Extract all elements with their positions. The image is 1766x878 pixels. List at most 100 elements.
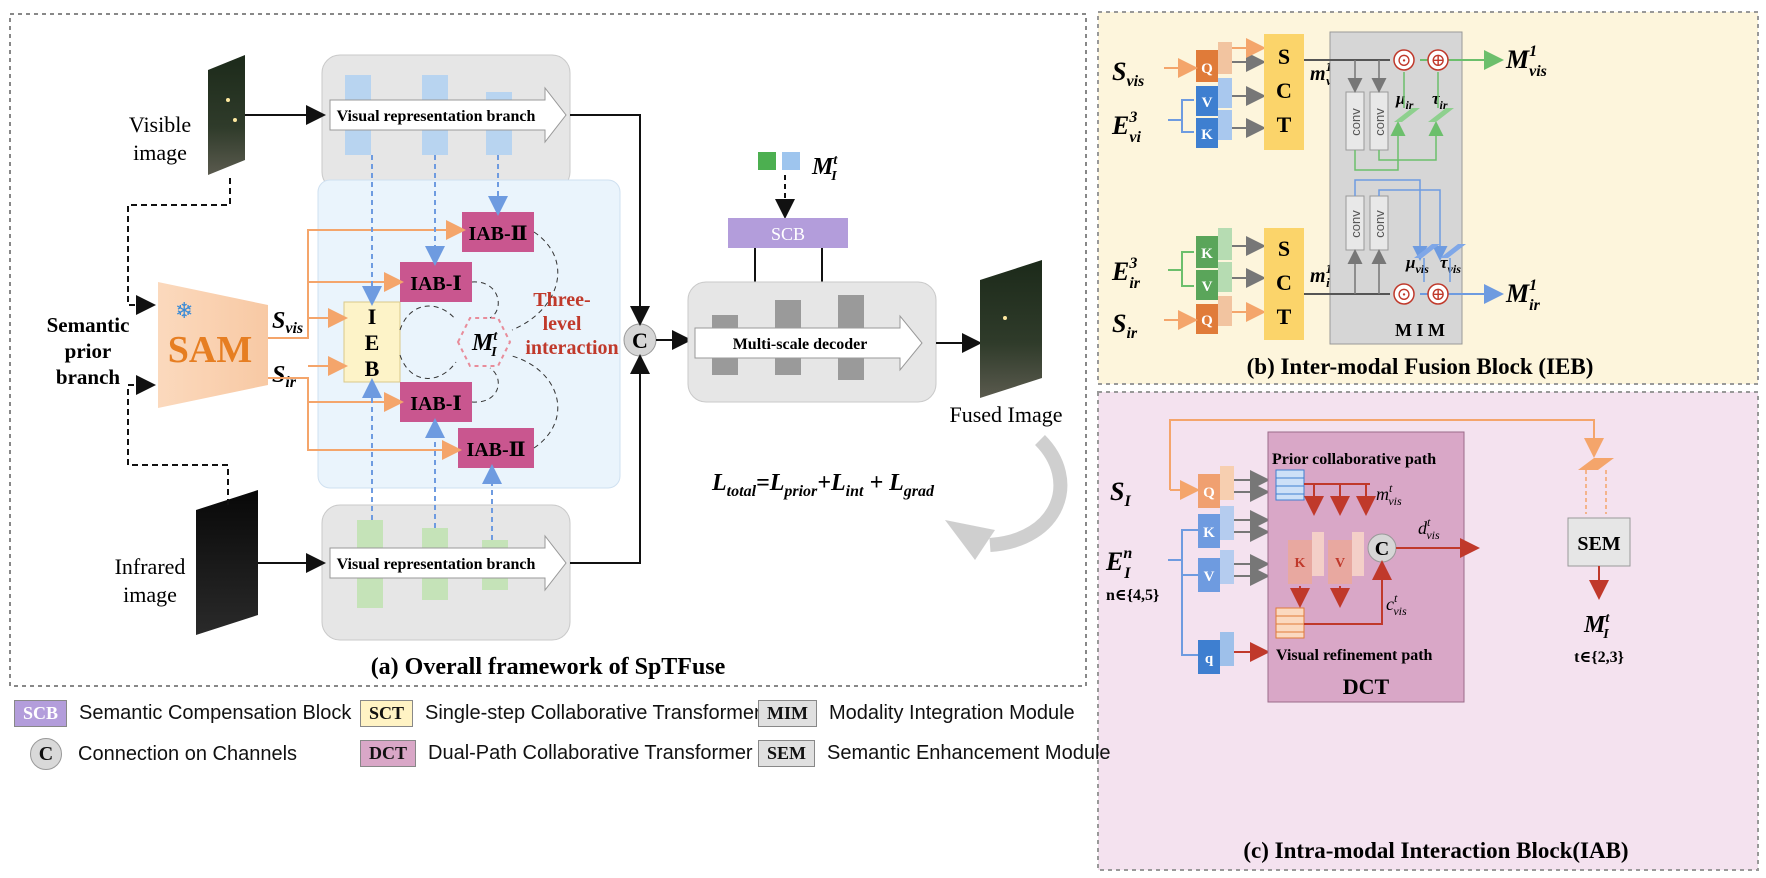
c-q-small: q bbox=[1205, 651, 1214, 667]
legend-sct-tag: SCT bbox=[360, 700, 414, 727]
ieb-block bbox=[343, 301, 401, 383]
legend-scb: SCB Semantic Compensation Block bbox=[14, 700, 351, 727]
c-t-set: t∈{2,3} bbox=[1574, 649, 1624, 666]
c-v: V bbox=[1204, 569, 1215, 585]
c-prior-path: Prior collaborative path bbox=[1272, 451, 1436, 468]
legend-scb-text: Semantic Compensation Block bbox=[79, 702, 352, 724]
b-tau-ir: τir bbox=[1432, 89, 1448, 112]
decoder-label: Multi-scale decoder bbox=[733, 336, 868, 353]
b-oplus-top: ⊕ bbox=[1430, 50, 1445, 70]
legend-dct: DCT Dual-Path Collaborative Transformer bbox=[360, 740, 753, 767]
semantic-prior-label-2: prior bbox=[65, 339, 112, 363]
iab-ii-top bbox=[462, 212, 534, 252]
c-k-red: K bbox=[1295, 556, 1306, 571]
visible-image bbox=[208, 55, 245, 175]
panel-b-caption: (b) Inter-modal Fusion Block (IEB) bbox=[1247, 354, 1594, 379]
iab-i-top-label: IAB-Ⅰ bbox=[410, 273, 462, 295]
s-vis-label: Svis bbox=[272, 308, 303, 337]
b-mu-vis: μvis bbox=[1405, 253, 1429, 276]
sam-label: SAM bbox=[168, 329, 252, 371]
infrared-image-label-2: image bbox=[123, 582, 177, 607]
three-level-1: Three- bbox=[533, 289, 590, 311]
infrared-image bbox=[196, 490, 258, 635]
legend-scb-tag: SCB bbox=[14, 700, 68, 727]
b-sct-top-s: S bbox=[1278, 44, 1290, 69]
b-bot-k: K bbox=[1201, 246, 1213, 262]
three-level-3: interaction bbox=[525, 337, 618, 359]
b-s-ir: Sir bbox=[1112, 309, 1138, 342]
b-bot-q: Q bbox=[1201, 313, 1213, 329]
c-concat: C bbox=[1375, 538, 1389, 560]
top-branch-label: Visual representation branch bbox=[337, 108, 536, 125]
panel-a-caption: (a) Overall framework of SpTFuse bbox=[371, 654, 726, 680]
b-sct-bot-t: T bbox=[1277, 304, 1292, 329]
c-dct-label: DCT bbox=[1343, 674, 1390, 699]
legend-sem-tag: SEM bbox=[758, 740, 816, 767]
b-sct-top-c: C bbox=[1276, 78, 1292, 103]
b-sct-bot-s: S bbox=[1278, 236, 1290, 261]
b-mu-ir: μir bbox=[1395, 89, 1414, 112]
b-sct-bottom bbox=[1264, 228, 1304, 340]
legend-mim-text: Modality Integration Module bbox=[828, 702, 1075, 724]
legend-concat: C Connection on Channels bbox=[30, 738, 297, 770]
legend-mim-tag: MIM bbox=[758, 700, 817, 727]
svg-text:conv: conv bbox=[1372, 210, 1387, 238]
b-bot-v: V bbox=[1202, 279, 1213, 295]
iab-ii-bottom-label: IAB-Ⅱ bbox=[466, 439, 525, 461]
scb-block bbox=[728, 218, 848, 248]
b-sct-top bbox=[1264, 34, 1304, 150]
infrared-image-label-1: Infrared bbox=[115, 554, 186, 579]
panel-c-caption: (c) Intra-modal Interaction Block(IAB) bbox=[1243, 838, 1628, 863]
iab-ii-top-label: IAB-Ⅱ bbox=[468, 223, 527, 245]
scb-label: SCB bbox=[771, 224, 805, 244]
fused-image bbox=[980, 260, 1042, 398]
b-top-v: V bbox=[1202, 95, 1213, 111]
iab-i-bottom-label: IAB-Ⅰ bbox=[410, 393, 462, 415]
legend-concat-tag: C bbox=[30, 738, 62, 770]
bottom-branch-arrow bbox=[329, 534, 567, 592]
c-n-set: n∈{4,5} bbox=[1106, 587, 1159, 604]
iab-ii-bottom bbox=[458, 428, 534, 468]
semantic-prior-label-3: branch bbox=[56, 365, 121, 389]
visible-image-label-2: image bbox=[133, 140, 187, 165]
panel-a-border bbox=[9, 13, 1087, 687]
fused-image-label: Fused Image bbox=[949, 402, 1062, 427]
svg-text:conv: conv bbox=[1372, 108, 1387, 136]
b-sct-bot-c: C bbox=[1276, 270, 1292, 295]
c-q: Q bbox=[1203, 485, 1215, 501]
semantic-prior-label-1: Semantic bbox=[47, 313, 130, 337]
svg-text:conv: conv bbox=[1348, 108, 1363, 136]
b-odot-top: ⊙ bbox=[1396, 50, 1411, 70]
bottom-branch-label: Visual representation branch bbox=[337, 556, 536, 573]
b-odot-bot: ⊙ bbox=[1396, 284, 1411, 304]
s-ir-label: Sir bbox=[272, 362, 297, 391]
legend-mim: MIM Modality Integration Module bbox=[758, 700, 1075, 727]
ieb-letter-e: E bbox=[365, 330, 380, 355]
three-level-2: level bbox=[543, 313, 582, 335]
ieb-letter-b: B bbox=[365, 356, 380, 381]
loss-formula: Ltotal=Lprior+Lint + Lgrad bbox=[711, 470, 935, 500]
c-sem-label: SEM bbox=[1577, 533, 1620, 555]
b-sct-top-t: T bbox=[1277, 112, 1292, 137]
iab-i-top bbox=[400, 262, 472, 302]
legend-dct-tag: DCT bbox=[360, 740, 417, 767]
legend-sem-text: Semantic Enhancement Module bbox=[827, 742, 1111, 764]
c-s-i: SI bbox=[1110, 477, 1131, 510]
c-k: K bbox=[1203, 525, 1215, 541]
legend-dct-text: Dual-Path Collaborative Transformer bbox=[428, 742, 753, 764]
svg-text:conv: conv bbox=[1348, 210, 1363, 238]
b-mim-label: M I M bbox=[1395, 320, 1445, 340]
legend-sct-text: Single-step Collaborative Transformer bbox=[425, 702, 761, 724]
legend-sem: SEM Semantic Enhancement Module bbox=[758, 740, 1111, 767]
